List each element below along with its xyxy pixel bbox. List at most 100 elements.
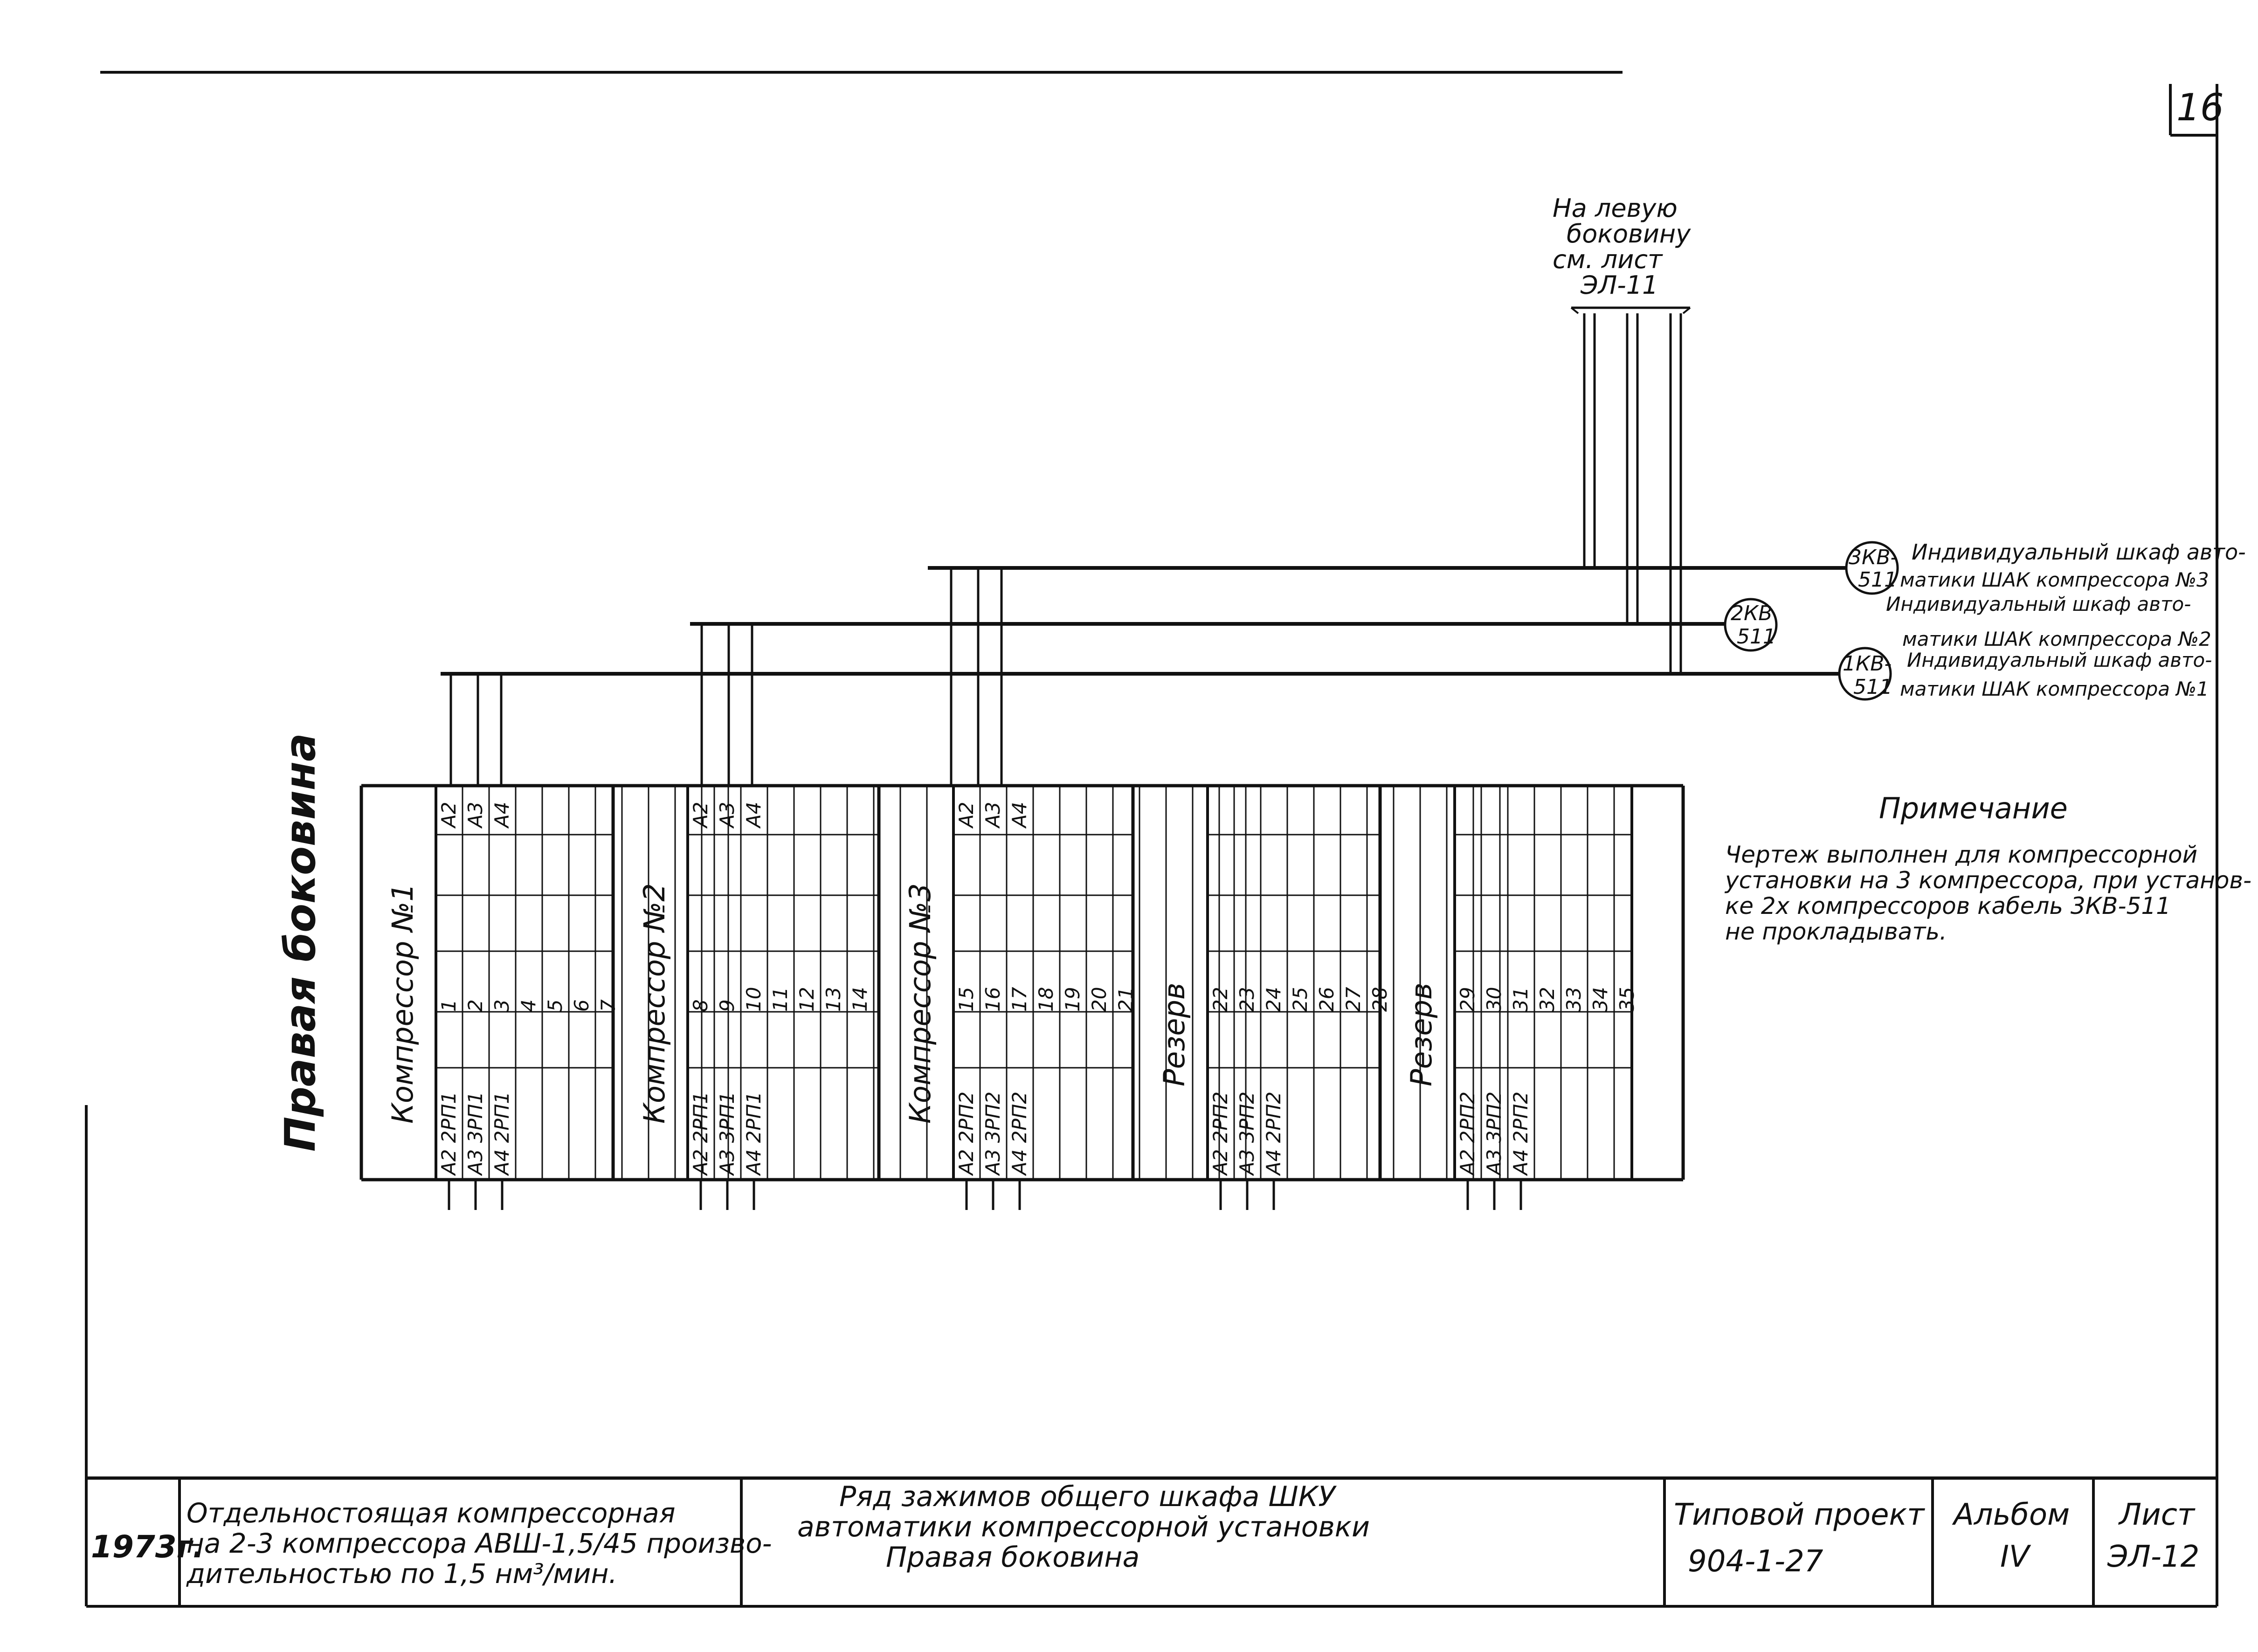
group-0-address-1: А3 xyxy=(464,802,487,829)
tb-sheet-line-1: Лист xyxy=(2118,1498,2196,1532)
group-2-address-1: А3 xyxy=(981,802,1004,829)
group-1-terminal-4: 12 xyxy=(795,987,818,1012)
group-2-terminal-2: 17 xyxy=(1008,987,1031,1012)
tb-year: 1973г. xyxy=(91,1529,204,1565)
group-2-terminal-0: 15 xyxy=(955,987,978,1012)
cable-2kv-dest-line-2: матики ШАК компрессора №2 xyxy=(1902,628,2211,650)
group-2-wire-label-0: А2 2РП2 xyxy=(955,1092,978,1176)
cable-tag-3kv: 3КВ- 511 Индивидуальный шкаф авто- матик… xyxy=(1845,539,2246,595)
cable-1kv-dest-line-2: матики ШАК компрессора №1 xyxy=(1900,677,2209,700)
group-0-terminal-2: 3 xyxy=(490,999,513,1012)
group-2-wire-label-2: А4 2РП2 xyxy=(1008,1092,1031,1176)
group-4-label: Резерв xyxy=(1404,982,1438,1086)
group-3-terminal-5: 27 xyxy=(1342,987,1365,1012)
group-1-wire-label-0: А2 2РП1 xyxy=(689,1092,712,1176)
tb-sheet-line-2: ЭЛ-12 xyxy=(2107,1540,2199,1574)
riser-lines xyxy=(1583,313,1682,674)
sheet-number-box: 16 xyxy=(2169,84,2224,137)
group-1-terminal-2: 10 xyxy=(742,987,765,1012)
group-2-label: Компрессор №3 xyxy=(903,883,937,1124)
note-line-2: установки на 3 компрессора, при установ- xyxy=(1724,867,2251,894)
group-2-address-0: А2 xyxy=(955,802,978,829)
drawing-frame xyxy=(85,71,2218,1608)
group-3-wire-label-1: А3 3РП2 xyxy=(1236,1092,1258,1176)
group-4-terminal-3: 32 xyxy=(1536,987,1559,1012)
group-4-terminal-0: 29 xyxy=(1456,987,1479,1012)
group-3-wire-label-0: А2 2РП2 xyxy=(1209,1092,1232,1176)
group-4-terminal-1: 30 xyxy=(1483,987,1505,1012)
group-4-wire-label-2: А4 2РП2 xyxy=(1509,1092,1532,1176)
cable-source-annotation: На левую боковину см. лист ЭЛ-11 xyxy=(1553,194,1691,314)
group-3-terminal-0: 22 xyxy=(1209,987,1232,1012)
tb-object-line-1: Отдельностоящая компрессорная xyxy=(186,1497,676,1529)
tb-drawing-line-3: Правая боковина xyxy=(886,1541,1139,1574)
group-4-terminal-2: 31 xyxy=(1509,987,1532,1012)
cable-tag-3kv-bottom: 511 xyxy=(1858,568,1897,592)
cable-3kv-dest-line-2: матики ШАК компрессора №3 xyxy=(1900,568,2209,591)
group-0-terminal-1: 2 xyxy=(464,999,487,1012)
group-1-terminal-6: 14 xyxy=(849,987,871,1012)
group-3-terminal-1: 23 xyxy=(1236,987,1258,1012)
group-1-address-1: А3 xyxy=(716,802,739,829)
group-1-terminal-3: 11 xyxy=(769,987,792,1012)
group-0-address-2: А4 xyxy=(490,802,513,829)
tb-album-line-1: Альбом xyxy=(1952,1498,2070,1532)
group-1-terminal-1: 9 xyxy=(716,999,739,1012)
group-2-terminal-4: 19 xyxy=(1061,987,1084,1012)
sheet-number: 16 xyxy=(2176,86,2224,129)
note-line-1: Чертеж выполнен для компрессорной xyxy=(1725,841,2197,868)
group-2-wire-label-1: А3 3РП2 xyxy=(981,1092,1004,1176)
tb-object-line-2: на 2-3 компрессора АВШ-1,5/45 произво- xyxy=(186,1528,772,1559)
group-0-label: Компрессор №1 xyxy=(386,883,420,1124)
tb-project-line-2: 904-1-27 xyxy=(1688,1544,1823,1579)
cable-3kv-dest-line-1: Индивидуальный шкаф авто- xyxy=(1912,539,2246,565)
tb-drawing-line-1: Ряд зажимов общего шкафа ШКУ xyxy=(839,1480,1337,1513)
group-2-terminal-1: 16 xyxy=(981,987,1004,1012)
cable-tag-1kv-bottom: 511 xyxy=(1853,675,1892,699)
group-3-terminal-3: 25 xyxy=(1289,987,1312,1012)
group-2-address-2: А4 xyxy=(1008,802,1031,829)
group-1-terminal-0: 8 xyxy=(689,999,712,1012)
cable-runs xyxy=(441,566,1846,786)
side-title: Правая боковина xyxy=(276,733,325,1152)
group-3-terminal-4: 26 xyxy=(1315,987,1338,1012)
group-1-wire-label-1: А3 3РП1 xyxy=(716,1092,739,1176)
group-0-terminal-6: 7 xyxy=(597,999,620,1012)
group-1-label: Компрессор №2 xyxy=(637,883,671,1124)
cable-source-line-3: см. лист xyxy=(1553,245,1663,274)
cable-tag-1kv: 1КВ- 511 Индивидуальный шкаф авто- матик… xyxy=(1838,647,2212,701)
note-line-3: ке 2х компрессоров кабель 3КВ-511 xyxy=(1725,892,2171,919)
group-4-wire-label-1: А3 3РП2 xyxy=(1483,1092,1505,1176)
group-0-terminal-0: 1 xyxy=(437,999,460,1012)
cable-tag-2kv-top: 2КВ xyxy=(1731,601,1772,625)
group-0-wire-label-0: А2 2РП1 xyxy=(437,1092,460,1176)
group-0-terminal-3: 4 xyxy=(517,999,540,1012)
cable-2kv-dest-line-1: Индивидуальный шкаф авто- xyxy=(1886,593,2191,615)
group-1-terminal-5: 13 xyxy=(822,987,845,1012)
group-1-address-0: А2 xyxy=(689,802,712,829)
note-title: Примечание xyxy=(1879,791,2068,825)
group-0-address-0: А2 xyxy=(437,802,460,829)
group-1-wire-label-2: А4 2РП1 xyxy=(742,1092,765,1176)
group-3-label: Резерв xyxy=(1157,982,1191,1086)
group-0-terminal-5: 6 xyxy=(570,999,593,1012)
cable-source-line-2: боковину xyxy=(1567,219,1691,249)
group-4-terminal-4: 33 xyxy=(1562,987,1585,1012)
note-line-4: не прокладывать. xyxy=(1725,918,1947,945)
cable-source-line-4: ЭЛ-11 xyxy=(1580,270,1658,300)
group-2-terminal-5: 20 xyxy=(1088,987,1111,1012)
cable-tag-2kv-bottom: 511 xyxy=(1737,625,1776,649)
tb-drawing-line-2: автоматики компрессорной установки xyxy=(797,1511,1370,1543)
group-0-wire-label-2: А4 2РП1 xyxy=(490,1092,513,1176)
group-3-wire-label-2: А4 2РП2 xyxy=(1262,1092,1285,1176)
group-3-terminal-2: 24 xyxy=(1262,987,1285,1012)
cable-tag-3kv-top: 3КВ- xyxy=(1849,546,1898,569)
tb-album-line-2: IV xyxy=(2000,1540,2031,1574)
cable-source-line-1: На левую xyxy=(1553,194,1678,223)
tb-project-line-1: Типовой проект xyxy=(1674,1498,1925,1532)
cable-tag-2kv: 2КВ 511 Индивидуальный шкаф авто- матики… xyxy=(1724,593,2211,652)
cable-tag-1kv-top: 1КВ- xyxy=(1843,652,1892,676)
tb-object-line-3: дительностью по 1,5 нм³/мин. xyxy=(186,1558,617,1590)
